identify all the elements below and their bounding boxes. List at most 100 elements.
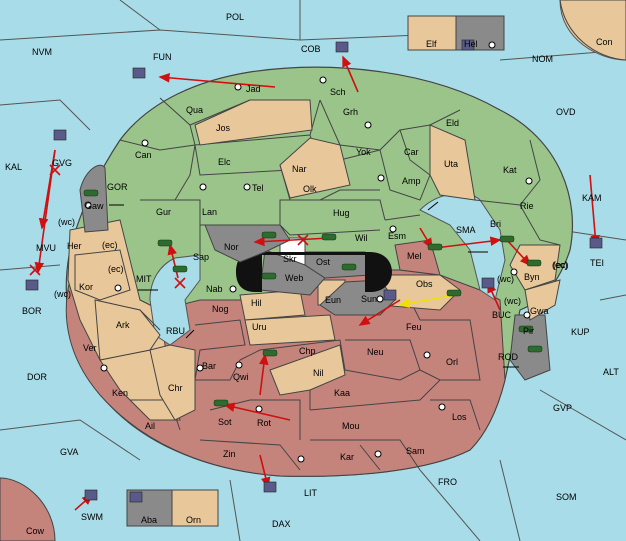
- svg-text:Feu: Feu: [406, 322, 422, 332]
- svg-text:Bar: Bar: [202, 361, 216, 371]
- svg-text:Cow: Cow: [26, 526, 45, 536]
- svg-text:Con: Con: [596, 37, 613, 47]
- svg-text:Nog: Nog: [212, 304, 229, 314]
- svg-text:Tel: Tel: [252, 183, 264, 193]
- svg-text:POL: POL: [226, 12, 244, 22]
- province-Uru[interactable]: [244, 314, 336, 346]
- province-Kor[interactable]: [74, 249, 131, 301]
- svg-text:Byn: Byn: [524, 272, 540, 282]
- svg-text:Elf: Elf: [426, 39, 437, 49]
- svg-text:Qua: Qua: [186, 105, 203, 115]
- svg-text:Chr: Chr: [168, 383, 183, 393]
- svg-text:FUN: FUN: [153, 52, 172, 62]
- svg-text:Jad: Jad: [246, 84, 261, 94]
- svg-text:Aba: Aba: [141, 515, 157, 525]
- svg-text:Lan: Lan: [202, 207, 217, 217]
- svg-text:KUP: KUP: [571, 327, 590, 337]
- svg-text:FRO: FRO: [438, 477, 457, 487]
- svg-text:Hil: Hil: [251, 298, 262, 308]
- svg-text:Kat: Kat: [503, 165, 517, 175]
- svg-text:(wc): (wc): [54, 289, 71, 299]
- inner-sea: [149, 254, 201, 346]
- svg-text:Gur: Gur: [156, 207, 171, 217]
- svg-text:Sch: Sch: [330, 87, 346, 97]
- svg-text:Orl: Orl: [446, 357, 458, 367]
- svg-text:(wc): (wc): [58, 217, 75, 227]
- province-Nil[interactable]: [269, 344, 346, 396]
- svg-text:SMA: SMA: [456, 225, 476, 235]
- svg-text:Zin: Zin: [223, 449, 236, 459]
- svg-text:(ec): (ec): [102, 240, 118, 250]
- svg-text:Gaw: Gaw: [85, 201, 104, 211]
- province-Jos[interactable]: [194, 99, 313, 146]
- svg-text:Elc: Elc: [218, 157, 231, 167]
- svg-text:Hug: Hug: [333, 208, 350, 218]
- province-Orn[interactable]: [171, 489, 219, 527]
- svg-text:Hel: Hel: [464, 39, 478, 49]
- province-Nar[interactable]: [279, 137, 351, 199]
- svg-text:LIT: LIT: [304, 488, 318, 498]
- svg-text:COB: COB: [301, 44, 321, 54]
- svg-text:MVU: MVU: [36, 243, 56, 253]
- svg-text:Sot: Sot: [218, 417, 232, 427]
- svg-text:Eld: Eld: [446, 118, 459, 128]
- svg-text:KAL: KAL: [5, 162, 22, 172]
- svg-text:Sam: Sam: [406, 446, 425, 456]
- svg-text:ROD: ROD: [498, 352, 519, 362]
- ship-icon: [25, 39, 603, 503]
- svg-text:Yok: Yok: [356, 147, 371, 157]
- svg-text:Olk: Olk: [303, 184, 317, 194]
- svg-text:Mou: Mou: [342, 421, 360, 431]
- svg-text:GOR: GOR: [107, 182, 128, 192]
- supply-centers: [84, 41, 533, 463]
- svg-text:Kor: Kor: [79, 282, 93, 292]
- svg-text:BOR: BOR: [22, 306, 42, 316]
- svg-text:Can: Can: [135, 150, 152, 160]
- svg-text:Los: Los: [452, 412, 467, 422]
- svg-text:NVM: NVM: [32, 47, 52, 57]
- svg-text:Nab: Nab: [206, 284, 223, 294]
- units: [25, 39, 603, 503]
- svg-text:DAX: DAX: [272, 519, 291, 529]
- svg-text:GVG: GVG: [52, 158, 72, 168]
- svg-text:TEI: TEI: [590, 258, 604, 268]
- svg-text:Pir: Pir: [523, 326, 534, 336]
- dislodged-cross-icon: [29, 164, 309, 289]
- svg-text:BUC: BUC: [492, 310, 512, 320]
- svg-text:Skr: Skr: [283, 254, 297, 264]
- svg-text:Amp: Amp: [402, 176, 421, 186]
- province-Ark[interactable]: [94, 299, 161, 361]
- svg-text:Sap: Sap: [193, 252, 209, 262]
- province-Uta[interactable]: [429, 124, 476, 201]
- coast-connectors: [109, 201, 519, 368]
- province-Gaw[interactable]: [79, 164, 109, 233]
- svg-text:Nil: Nil: [313, 368, 324, 378]
- svg-text:DOR: DOR: [27, 372, 48, 382]
- svg-text:Ark: Ark: [116, 320, 130, 330]
- province-Hil[interactable]: [239, 289, 306, 321]
- svg-text:Sun: Sun: [361, 294, 377, 304]
- svg-text:(ec): (ec): [553, 260, 569, 270]
- svg-text:Ail: Ail: [145, 421, 155, 431]
- svg-text:NOM: NOM: [532, 54, 553, 64]
- svg-text:RBU: RBU: [166, 326, 185, 336]
- svg-text:Web: Web: [285, 273, 303, 283]
- svg-text:Rot: Rot: [257, 418, 272, 428]
- svg-text:(ec): (ec): [552, 260, 568, 270]
- svg-text:Ken: Ken: [112, 388, 128, 398]
- province-Chr[interactable]: [149, 344, 196, 421]
- svg-text:Gwa: Gwa: [530, 306, 549, 316]
- svg-text:Chp: Chp: [299, 346, 316, 356]
- svg-text:Rie: Rie: [520, 201, 534, 211]
- svg-text:(ec): (ec): [108, 264, 124, 274]
- inner-sea-east: [419, 192, 506, 301]
- svg-text:Wil: Wil: [355, 233, 368, 243]
- svg-text:Car: Car: [404, 147, 419, 157]
- tank-icon: [83, 189, 543, 407]
- svg-text:Esm: Esm: [388, 231, 406, 241]
- svg-text:Nar: Nar: [292, 164, 307, 174]
- province-Gwa[interactable]: [524, 279, 561, 321]
- labels: POL NVM FUN COB NOM OVD KAL GVG GOR MVU …: [5, 12, 619, 536]
- svg-text:Jos: Jos: [216, 123, 231, 133]
